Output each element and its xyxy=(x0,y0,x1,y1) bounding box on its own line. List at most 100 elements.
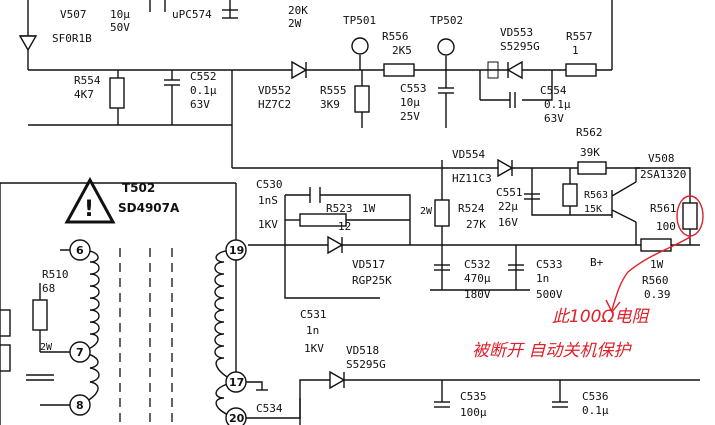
c553-value: 10μ xyxy=(400,96,420,109)
v508-label: V508 xyxy=(648,152,675,165)
c536-value: 0.1μ xyxy=(582,404,609,417)
annotation-line-2: 被断开 自动关机保护 xyxy=(472,341,632,361)
c532-value: 470μ xyxy=(464,272,491,285)
r524-body xyxy=(434,199,450,227)
vd517-part: RGP25K xyxy=(352,274,392,287)
annotation-arrow-head xyxy=(605,299,621,314)
r555-label: R555 xyxy=(320,84,347,97)
r561-body xyxy=(682,202,698,230)
c532-label: C532 xyxy=(464,258,491,271)
r510-watt: 2W xyxy=(40,342,53,353)
pin-6-label: 6 xyxy=(76,244,84,257)
c553-label: C553 xyxy=(400,82,427,95)
r554-label: R554 xyxy=(74,74,101,87)
c-top-value: 10μ xyxy=(110,8,130,21)
vd554-part: HZ11C3 xyxy=(452,172,492,185)
pin-8-label: 8 xyxy=(76,399,84,412)
c552-value: 0.1μ xyxy=(190,84,217,97)
c531-voltage: 1KV xyxy=(304,342,324,355)
r562-body xyxy=(577,161,607,175)
c533-voltage: 500V xyxy=(536,288,563,301)
r562-label: R562 xyxy=(576,126,603,139)
tp502-label: TP502 xyxy=(430,14,463,27)
c552-label: C552 xyxy=(190,70,217,83)
vd553-diode-symbol xyxy=(487,60,523,80)
c554-value: 0.1μ xyxy=(544,98,571,111)
c530-capacitor-symbol xyxy=(309,187,321,203)
vd553-label: VD553 xyxy=(500,26,533,39)
c554-voltage: 63V xyxy=(544,112,564,125)
annotation-arrow xyxy=(611,236,691,311)
c531-label: C531 xyxy=(300,308,327,321)
r523-label: R523 xyxy=(326,202,353,215)
r556-value: 2K5 xyxy=(392,44,412,57)
r563-value: 15K xyxy=(584,204,602,215)
r561-label: R561 xyxy=(650,202,677,215)
vd554-diode-symbol xyxy=(497,158,514,178)
r-top-watt: 2W xyxy=(288,17,302,30)
r554-body xyxy=(109,77,125,109)
bottom-section-wiring xyxy=(246,379,700,425)
component-labels: V507 SF0R1B 10μ 50V uPC574 20K 2W TP501 … xyxy=(40,4,686,419)
b-plus-label: B+ xyxy=(590,256,604,269)
r556-label: R556 xyxy=(382,30,409,43)
c535-value: 100μ xyxy=(460,406,487,419)
test-points xyxy=(351,37,455,70)
pin-7-label: 7 xyxy=(76,346,84,359)
c534-label: C534 xyxy=(256,402,283,415)
r523-body xyxy=(299,213,347,227)
r563-label: R563 xyxy=(584,190,608,201)
c552-voltage: 63V xyxy=(190,98,210,111)
r-top-value: 20K xyxy=(288,4,308,17)
vd554-label: VD554 xyxy=(452,148,485,161)
c551-value: 22μ xyxy=(498,200,518,213)
r524-label: R524 xyxy=(458,202,485,215)
r510-value: 68 xyxy=(42,282,55,295)
r560-body xyxy=(640,238,672,252)
v507-part: SF0R1B xyxy=(52,32,92,45)
r523-value: 12 xyxy=(338,220,351,233)
tp501-label: TP501 xyxy=(343,14,376,27)
pin-19-circle xyxy=(225,239,247,261)
c530-label: C530 xyxy=(256,178,283,191)
vd518-diode-symbol xyxy=(329,370,346,390)
c-top-voltage: 50V xyxy=(110,21,130,34)
r524-watt: 2W xyxy=(420,206,433,217)
r555-body xyxy=(354,85,370,113)
c530-voltage: 1KV xyxy=(258,218,278,231)
r561-red-circle xyxy=(676,195,704,237)
r523-watt: 1W xyxy=(362,202,376,215)
c532-voltage: 180V xyxy=(464,288,491,301)
tp501-circle xyxy=(351,37,369,55)
r557-label: R557 xyxy=(566,30,593,43)
pin-8-circle xyxy=(69,394,91,416)
vd552-label: VD552 xyxy=(258,84,291,97)
r562-value: 39K xyxy=(580,146,600,159)
v507-label: V507 xyxy=(60,8,87,21)
transformer-t502: ! xyxy=(40,176,237,425)
vd517-label: VD517 xyxy=(352,258,385,271)
c536-label: C536 xyxy=(582,390,609,403)
vd553-part: S5295G xyxy=(500,40,540,53)
ic-part: uPC574 xyxy=(172,8,212,21)
r560-value: 0.39 xyxy=(644,288,671,301)
c551-capacitor-symbol xyxy=(524,193,540,200)
r555-value: 3K9 xyxy=(320,98,340,111)
t502-part: SD4907A xyxy=(118,201,180,215)
vd517-diode-symbol xyxy=(327,235,344,255)
r560-watt: 1W xyxy=(650,258,664,271)
c531-value: 1n xyxy=(306,324,319,337)
t502-label: T502 xyxy=(122,181,155,195)
vd552-part: HZ7C2 xyxy=(258,98,291,111)
vd518-part: S5295G xyxy=(346,358,386,371)
tp502-circle xyxy=(437,38,455,56)
pin-6-circle xyxy=(69,239,91,261)
c535-label: C535 xyxy=(460,390,487,403)
pin-7-circle xyxy=(69,341,91,363)
pin-19-label: 19 xyxy=(229,244,244,257)
pin-20-label: 20 xyxy=(229,412,245,425)
r560-label: R560 xyxy=(642,274,669,287)
r557-value: 1 xyxy=(572,44,579,57)
r556-body xyxy=(383,63,415,77)
c533-label: C533 xyxy=(536,258,563,271)
